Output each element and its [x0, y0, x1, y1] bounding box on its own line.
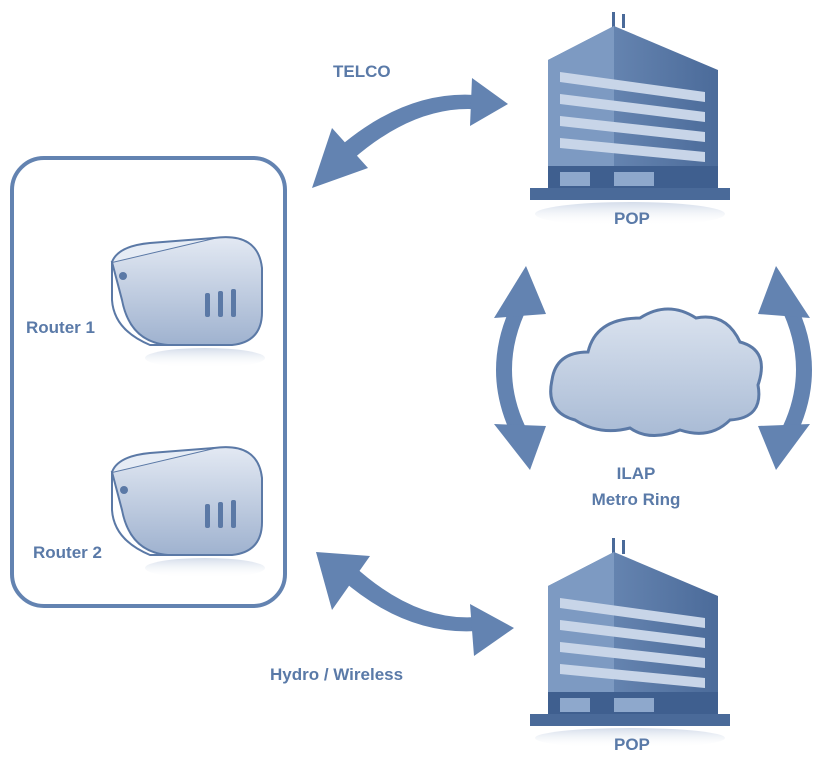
hydro-wireless-label: Hydro / Wireless: [270, 665, 404, 684]
metro-ring-cloud-icon: [549, 307, 763, 437]
router-group-frame: [10, 156, 287, 608]
router-2-label: Router 2: [33, 543, 102, 562]
pop-top-building-icon: [530, 12, 730, 226]
pop-bottom-building-icon: [530, 538, 730, 748]
pop-top-label: POP: [614, 209, 650, 228]
metro-ring-label-line2: Metro Ring: [591, 490, 681, 509]
telco-label: TELCO: [333, 62, 391, 81]
router-1-icon: [110, 236, 265, 368]
hydro-wireless-arrow-icon: [316, 552, 514, 656]
router-2-icon: [110, 446, 265, 578]
pop-bottom-label: POP: [614, 735, 650, 754]
router-1-label: Router 1: [26, 318, 95, 337]
ring-left-arrow-icon: [494, 266, 546, 470]
metro-ring-label-line1: ILAP: [616, 464, 656, 483]
ring-right-arrow-icon: [758, 266, 812, 470]
telco-arrow-icon: [312, 78, 508, 188]
